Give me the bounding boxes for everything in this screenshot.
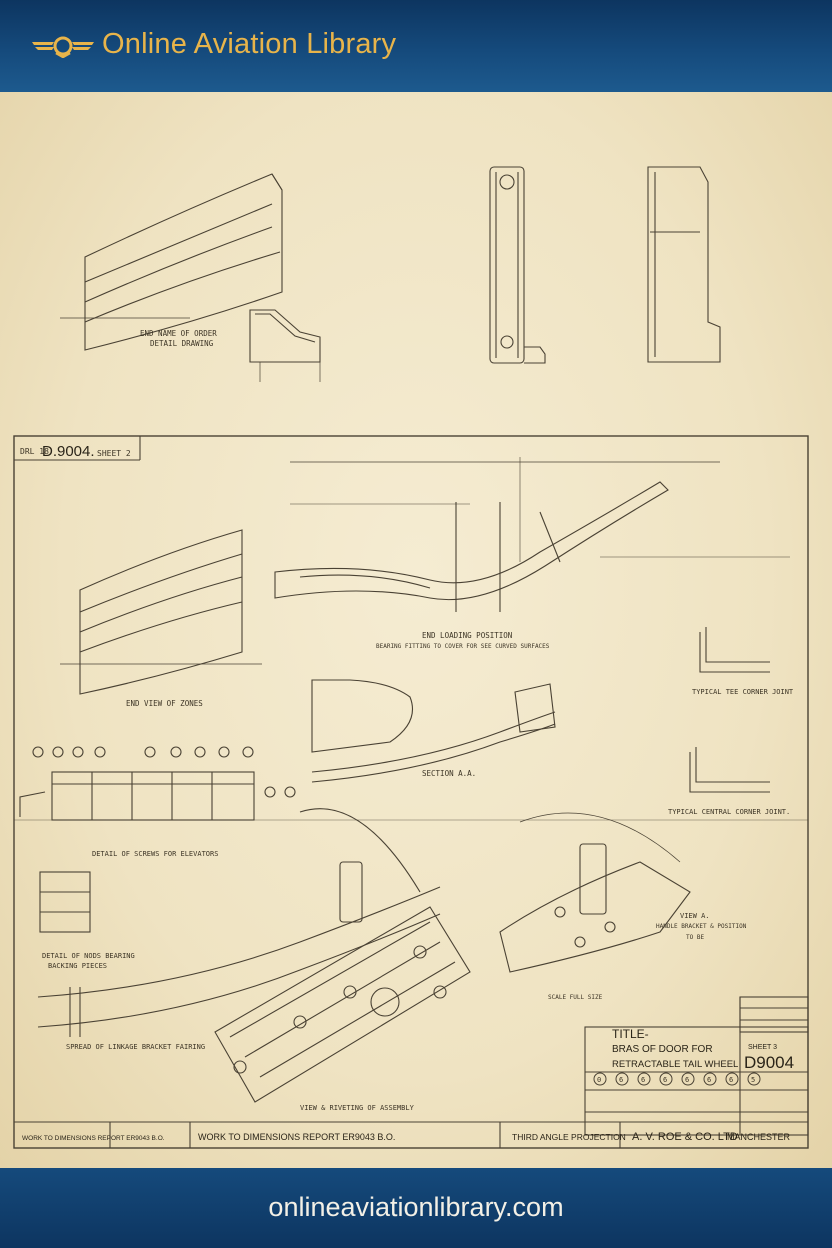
technical-drawing: 0 6 6 6 6 6 6 5 END NAME OF ORDER DETAIL… bbox=[13, 166, 809, 1149]
footer-city: MANCHESTER bbox=[727, 1132, 791, 1142]
mid-caption: END LOADING POSITION bbox=[422, 631, 512, 640]
footer-left-note: WORK TO DIMENSIONS REPORT ER9043 B.O. bbox=[22, 1135, 165, 1142]
section-label: SECTION A.A. bbox=[422, 769, 476, 778]
footer-company: A. V. ROE & CO. LTD bbox=[632, 1131, 738, 1143]
lower-mid-caption: VIEW & RIVETING OF ASSEMBLY bbox=[300, 1104, 415, 1112]
view-a-caption-3: TO BE bbox=[686, 934, 704, 941]
drawing-number-right: D9004 bbox=[744, 1053, 794, 1072]
footer-left: WORK TO DIMENSIONS REPORT ER9043 B.O. bbox=[198, 1132, 395, 1142]
typical-corner-joint: TYPICAL TEE CORNER JOINT bbox=[692, 688, 794, 696]
number-cell: 6 bbox=[641, 1076, 645, 1084]
caption-top-left-2: DETAIL DRAWING bbox=[150, 339, 214, 348]
view-a-caption-1: VIEW A. bbox=[680, 912, 710, 920]
left-detail-caption-1: DETAIL OF NODS BEARING bbox=[42, 952, 135, 960]
number-cell: 5 bbox=[751, 1076, 755, 1084]
title-line-2: RETRACTABLE TAIL WHEEL bbox=[612, 1059, 738, 1070]
number-cell: 6 bbox=[685, 1076, 689, 1084]
footer-projection: THIRD ANGLE PROJECTION bbox=[512, 1132, 626, 1142]
sheet-right: SHEET 3 bbox=[748, 1044, 777, 1051]
lower-left-caption: SPREAD OF LINKAGE BRACKET FAIRING bbox=[66, 1043, 205, 1051]
engineering-drawing-sheet: 0 6 6 6 6 6 6 5 END NAME OF ORDER DETAIL… bbox=[0, 92, 832, 1168]
left-detail-caption-2: BACKING PIECES bbox=[48, 962, 107, 970]
number-cell: 6 bbox=[707, 1076, 711, 1084]
sheet-label-small: DRL 18 bbox=[20, 447, 49, 456]
drawing-number: D.9004. bbox=[42, 443, 95, 460]
left-curve-caption: END VIEW OF ZONES bbox=[126, 699, 203, 708]
title-label: TITLE- bbox=[612, 1027, 649, 1041]
number-cell: 6 bbox=[663, 1076, 667, 1084]
number-cell: 6 bbox=[729, 1076, 733, 1084]
title-line-1: BRAS OF DOOR FOR bbox=[612, 1044, 713, 1055]
site-url-link[interactable]: onlineaviationlibrary.com bbox=[268, 1192, 564, 1222]
rivet-row-caption: DETAIL OF SCREWS FOR ELEVATORS bbox=[92, 850, 218, 858]
caption-top-left-1: END NAME OF ORDER bbox=[140, 329, 217, 338]
site-title[interactable]: Online Aviation Library bbox=[102, 28, 397, 60]
sheet-number: SHEET 2 bbox=[97, 449, 131, 458]
winged-emblem-icon bbox=[32, 36, 94, 58]
view-a-caption-2: HANDLE BRACKET & POSITION bbox=[656, 923, 747, 930]
site-footer: onlineaviationlibrary.com bbox=[0, 1168, 832, 1248]
site-header: Online Aviation Library bbox=[0, 0, 832, 92]
number-cell: 6 bbox=[619, 1076, 623, 1084]
view-a-caption-4: SCALE FULL SIZE bbox=[548, 994, 603, 1001]
mid-subcaption: BEARING FITTING TO COVER FOR SEE CURVED … bbox=[376, 643, 550, 650]
typical-corner-joint-2: TYPICAL CENTRAL CORNER JOINT. bbox=[668, 808, 790, 816]
number-cell: 0 bbox=[597, 1076, 601, 1084]
